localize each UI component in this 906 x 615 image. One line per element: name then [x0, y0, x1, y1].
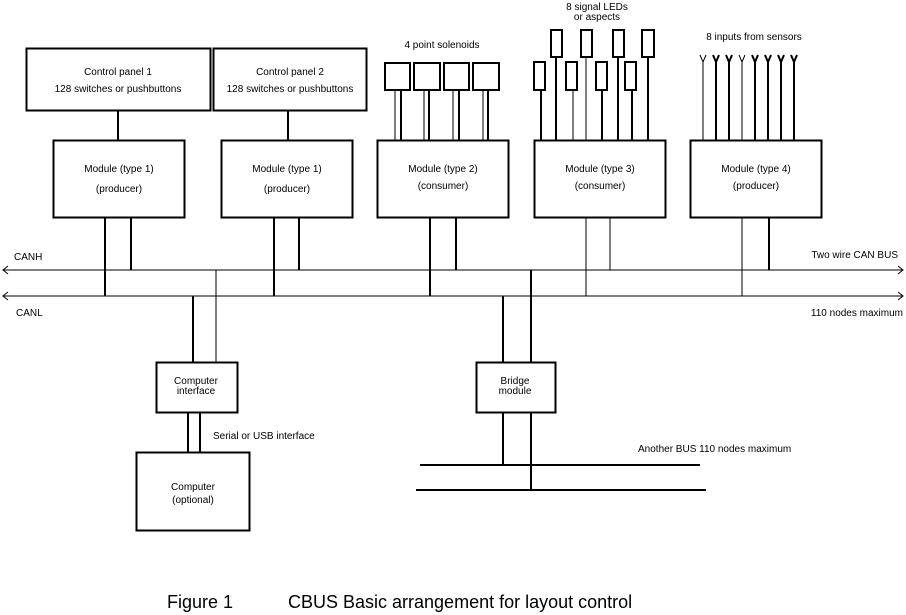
figure-number: Figure 1 [167, 592, 233, 612]
control-panel-2: Control panel 2 128 switches or pushbutt… [212, 47, 368, 112]
another-bus [416, 464, 706, 491]
computer-interface-line1: Computer [174, 376, 219, 387]
can-bus [2, 265, 904, 301]
computer-interface: Computer interface [155, 361, 239, 414]
control-panel-1-subtitle: 128 switches or pushbuttons [55, 84, 182, 95]
module-3: Module (type 2) (consumer) [376, 139, 510, 219]
module-5-title: Module (type 4) [721, 164, 790, 175]
sensor-inputs [699, 54, 798, 140]
bus-arrowheads [2, 265, 904, 301]
sensors-label: 8 inputs from sensors [706, 32, 802, 43]
bridge-module: Bridge module [475, 361, 557, 414]
module-5-role: (producer) [733, 181, 779, 192]
module-1: Module (type 1) (producer) [52, 139, 186, 219]
canl-label: CANL [16, 308, 43, 319]
leds-label-line2: or aspects [574, 12, 620, 23]
nodes-label: 110 nodes maximum [811, 308, 903, 319]
solenoids-label: 4 point solenoids [404, 40, 479, 51]
serial-label: Serial or USB interface [213, 431, 315, 442]
module-4: Module (type 3) (consumer) [533, 139, 667, 219]
canh-label: CANH [14, 252, 42, 263]
control-panel-2-title: Control panel 2 [256, 67, 324, 78]
bridge-line1: Bridge [501, 376, 530, 387]
module-1-role: (producer) [96, 184, 142, 195]
module-2-role: (producer) [264, 184, 310, 195]
control-panel-1: Control panel 1 128 switches or pushbutt… [25, 47, 212, 112]
computer: Computer (optional) [135, 451, 251, 532]
module-3-title: Module (type 2) [408, 164, 477, 175]
module-5: Module (type 4) (producer) [689, 139, 823, 219]
bridge-line2: module [499, 386, 532, 397]
module-2-title: Module (type 1) [252, 164, 321, 175]
point-solenoids [384, 62, 500, 140]
module-3-role: (consumer) [418, 181, 469, 192]
bus-label: Two wire CAN BUS [811, 250, 898, 261]
computer-line2: (optional) [172, 495, 214, 506]
computer-interface-line2: interface [177, 386, 216, 397]
computer-line1: Computer [171, 482, 216, 493]
leds-label-line1: 8 signal LEDs [566, 2, 628, 13]
control-panel-1-title: Control panel 1 [84, 67, 152, 78]
another-bus-label: Another BUS 110 nodes maximum [638, 444, 791, 455]
module-4-title: Module (type 3) [565, 164, 634, 175]
control-panel-2-subtitle: 128 switches or pushbuttons [227, 84, 354, 95]
module-1-title: Module (type 1) [84, 164, 153, 175]
module-4-role: (consumer) [575, 181, 626, 192]
module-2: Module (type 1) (producer) [220, 139, 354, 219]
signal-leds [533, 29, 655, 140]
figure-title: CBUS Basic arrangement for layout contro… [288, 592, 632, 612]
module-bus-connections [104, 217, 770, 296]
